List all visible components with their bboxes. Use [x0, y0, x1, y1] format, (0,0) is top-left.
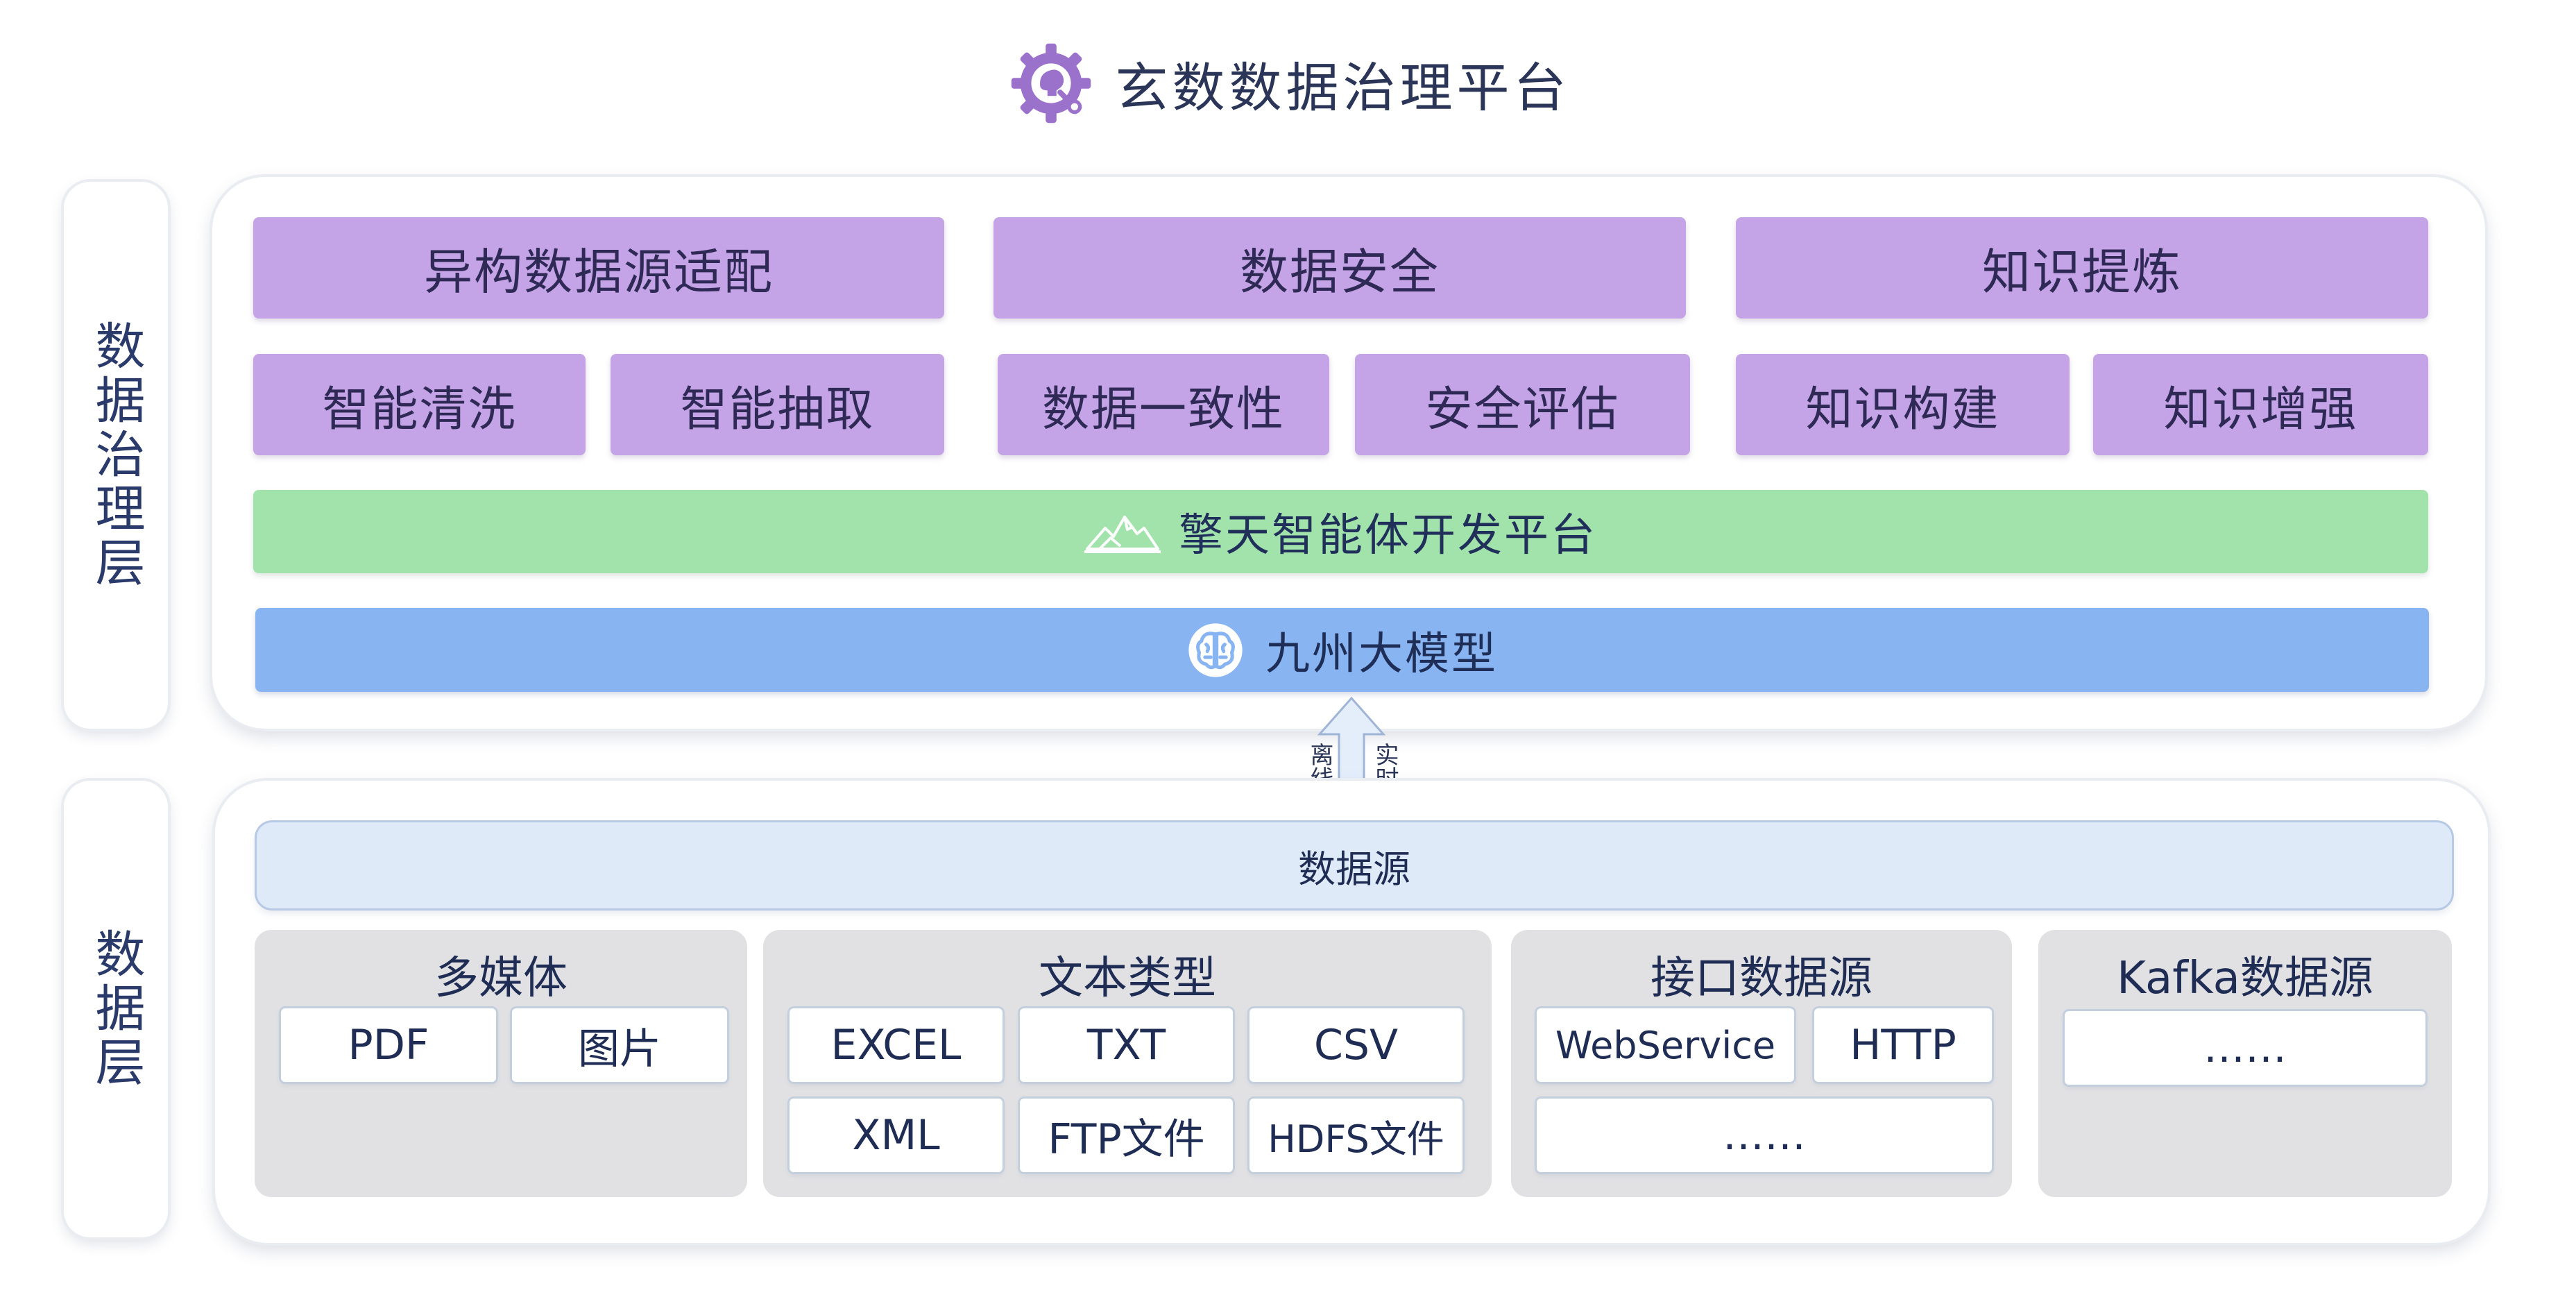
data-layer-label: 数据层 [64, 781, 168, 1237]
box-label: 智能清洗 [322, 382, 517, 437]
header: 玄数数据治理平台 [0, 35, 2576, 132]
group-title: 多媒体 [434, 953, 568, 1004]
item-label: HDFS文件 [1268, 1117, 1444, 1161]
brain-icon [1188, 622, 1243, 677]
item-csv: CSV [1249, 1008, 1462, 1082]
data-layer-label-text: 数据层 [87, 928, 145, 1090]
group-title: 文本类型 [1039, 953, 1216, 1004]
item-kafka-more: …… [2065, 1011, 2425, 1085]
knowledge-enhancement-box: 知识增强 [2093, 354, 2428, 455]
item-label: HTTP [1850, 1021, 1956, 1069]
item-ftp-file: FTP文件 [1020, 1099, 1233, 1172]
item-label: EXCEL [830, 1021, 962, 1069]
group-title: Kafka数据源 [2117, 953, 2373, 1004]
large-model-label: 九州大模型 [1265, 628, 1498, 680]
box-label: 知识增强 [2163, 382, 2358, 437]
page-title: 玄数数据治理平台 [1115, 57, 1571, 119]
security-assessment-box: 安全评估 [1355, 354, 1690, 455]
box-label: 知识提炼 [1982, 243, 2182, 300]
item-label: WebService [1555, 1023, 1776, 1067]
item-txt: TXT [1020, 1008, 1233, 1082]
item-excel: EXCEL [790, 1008, 1003, 1082]
item-xml: XML [790, 1099, 1003, 1172]
item-hdfs-file: HDFS文件 [1249, 1099, 1462, 1172]
box-label: 数据安全 [1240, 243, 1440, 300]
gear-brain-icon [1011, 43, 1091, 124]
heterogeneous-source-adapter-box: 异构数据源适配 [253, 217, 944, 319]
data-source-bar: 数据源 [257, 822, 2452, 908]
item-pdf: PDF [281, 1008, 496, 1082]
item-label: XML [852, 1111, 940, 1160]
knowledge-refining-box: 知识提炼 [1736, 217, 2428, 319]
agent-platform-label: 擎天智能体开发平台 [1179, 510, 1597, 561]
box-label: 安全评估 [1425, 382, 1620, 437]
item-webservice: WebService [1537, 1008, 1794, 1082]
item-interface-more: …… [1537, 1099, 1992, 1172]
box-label: 异构数据源适配 [424, 243, 774, 300]
group-title: 接口数据源 [1650, 953, 1873, 1004]
item-label: …… [2203, 1024, 2287, 1072]
smart-extraction-box: 智能抽取 [611, 354, 944, 455]
governance-layer-label: 数据治理层 [64, 182, 168, 729]
mountain-icon [1084, 516, 1161, 553]
item-label: FTP文件 [1048, 1115, 1205, 1164]
smart-cleaning-box: 智能清洗 [253, 354, 586, 455]
governance-layer-label-text: 数据治理层 [87, 320, 145, 591]
data-security-box: 数据安全 [993, 217, 1686, 319]
box-label: 知识构建 [1805, 382, 2000, 437]
item-label: CSV [1313, 1021, 1399, 1069]
box-label: 数据一致性 [1041, 382, 1285, 437]
item-label: …… [1723, 1111, 1806, 1160]
agent-platform-bar: 擎天智能体开发平台 [253, 490, 2428, 573]
data-source-label: 数据源 [1298, 847, 1410, 891]
item-label: TXT [1086, 1021, 1166, 1069]
item-http: HTTP [1814, 1008, 1992, 1082]
item-label: PDF [348, 1021, 429, 1069]
item-label: 图片 [578, 1024, 661, 1074]
knowledge-building-box: 知识构建 [1736, 354, 2070, 455]
item-image: 图片 [512, 1008, 727, 1082]
box-label: 智能抽取 [680, 382, 875, 437]
large-model-bar: 九州大模型 [255, 608, 2429, 692]
data-consistency-box: 数据一致性 [998, 354, 1329, 455]
